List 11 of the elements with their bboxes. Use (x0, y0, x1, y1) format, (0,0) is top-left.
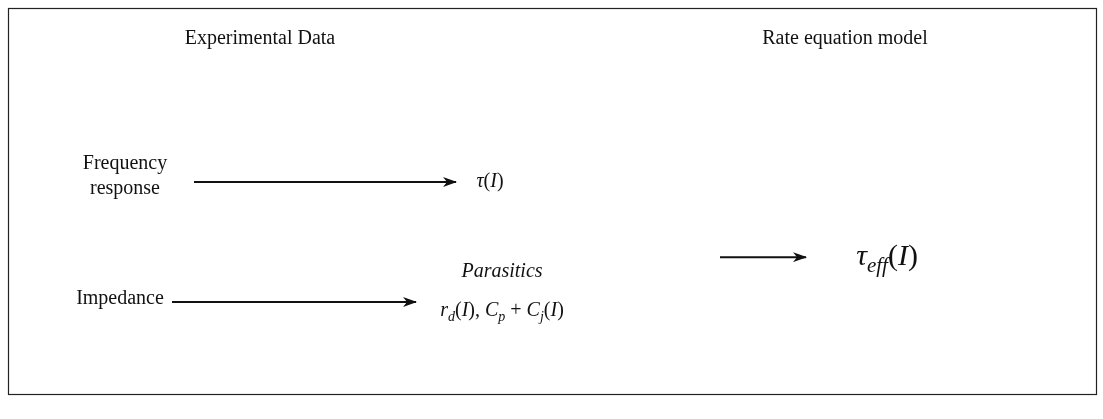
input-label: Impedance (75, 285, 165, 310)
column-heading: Experimental Data (183, 25, 337, 50)
arrow (719, 252, 807, 263)
input-label: Frequency response (81, 150, 169, 200)
heading-text: Parasitics (460, 258, 544, 283)
arrow (193, 177, 457, 187)
formula-text: r$_{d}$(I), C$_{p}$ + C$_{j}$(I) (439, 297, 565, 326)
time-constant: τ(I) (475, 168, 505, 193)
arrow (171, 297, 417, 307)
column-heading: Rate equation model (761, 25, 929, 50)
effective-time-constant: τ$_{eff}$(I) (855, 237, 919, 279)
